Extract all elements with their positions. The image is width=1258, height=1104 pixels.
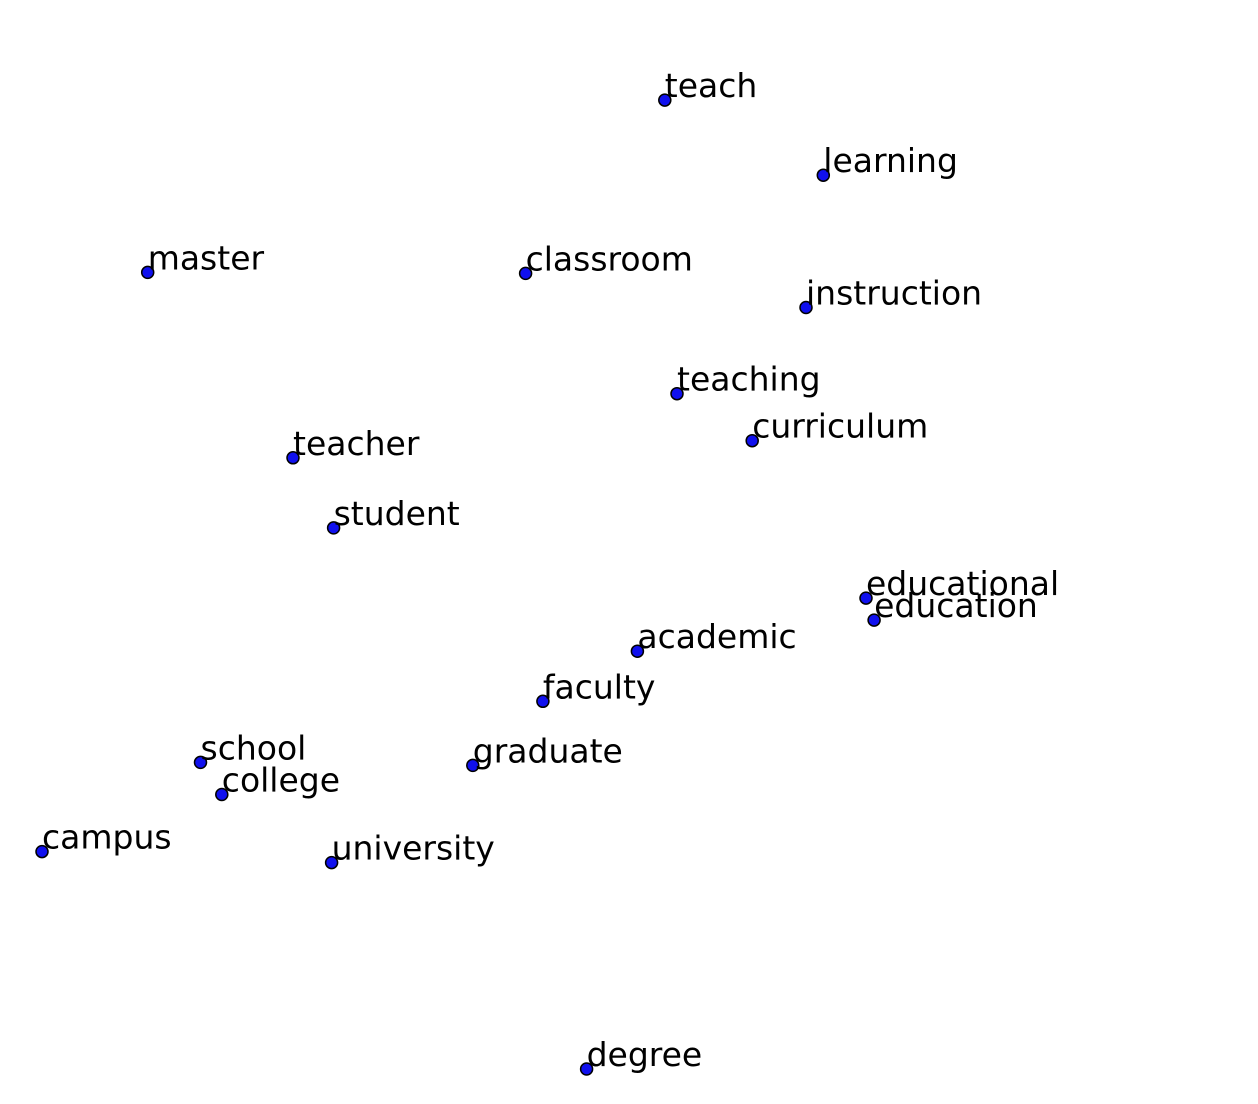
labels-layer: teach learning master classroom instruction t… — [42, 66, 1059, 1074]
point-label-learning: learning — [823, 141, 958, 180]
scatter-point-school — [193, 755, 208, 770]
point-label-campus: campus — [42, 818, 172, 857]
scatter-point-instruction — [799, 300, 813, 315]
point-label-graduate: graduate — [473, 731, 623, 770]
point-label-student: student — [334, 494, 460, 533]
point-label-educational: educational — [866, 564, 1059, 603]
scatter-point-campus — [35, 844, 49, 859]
scatter-point-academic — [630, 644, 645, 658]
scatter-point-teacher — [286, 451, 300, 465]
points-layer — [35, 93, 881, 1076]
point-label-degree: degree — [587, 1035, 703, 1074]
scatter-point-learning — [816, 168, 831, 182]
scatter-point-student — [326, 521, 341, 535]
scatter-point-faculty — [536, 694, 550, 709]
point-label-instruction: instruction — [806, 274, 982, 313]
point-label-curriculum: curriculum — [752, 407, 928, 446]
point-label-college: college — [222, 761, 340, 800]
point-label-education: education — [874, 586, 1038, 625]
point-label-school: school — [201, 728, 307, 767]
point-label-faculty: faculty — [543, 667, 656, 706]
scatter-point-degree — [579, 1062, 594, 1076]
scatter-point-college — [215, 787, 229, 802]
point-label-teach: teach — [665, 66, 758, 105]
point-label-academic: academic — [637, 617, 796, 656]
scatter-point-education — [867, 613, 881, 627]
scatter-point-graduate — [466, 758, 480, 773]
scatter-point-curriculum — [745, 433, 759, 448]
point-label-teaching: teaching — [677, 360, 821, 399]
point-label-teacher: teacher — [293, 424, 420, 463]
point-label-classroom: classroom — [526, 239, 693, 278]
scatter-point-teaching — [670, 386, 684, 401]
point-label-university: university — [332, 829, 495, 868]
scatter-point-classroom — [518, 266, 533, 281]
scatter-point-master — [140, 265, 155, 280]
scatter-point-university — [324, 855, 339, 870]
scatter-point-teach — [658, 93, 672, 107]
point-label-master: master — [148, 238, 265, 277]
scatter-point-educational — [859, 591, 873, 605]
